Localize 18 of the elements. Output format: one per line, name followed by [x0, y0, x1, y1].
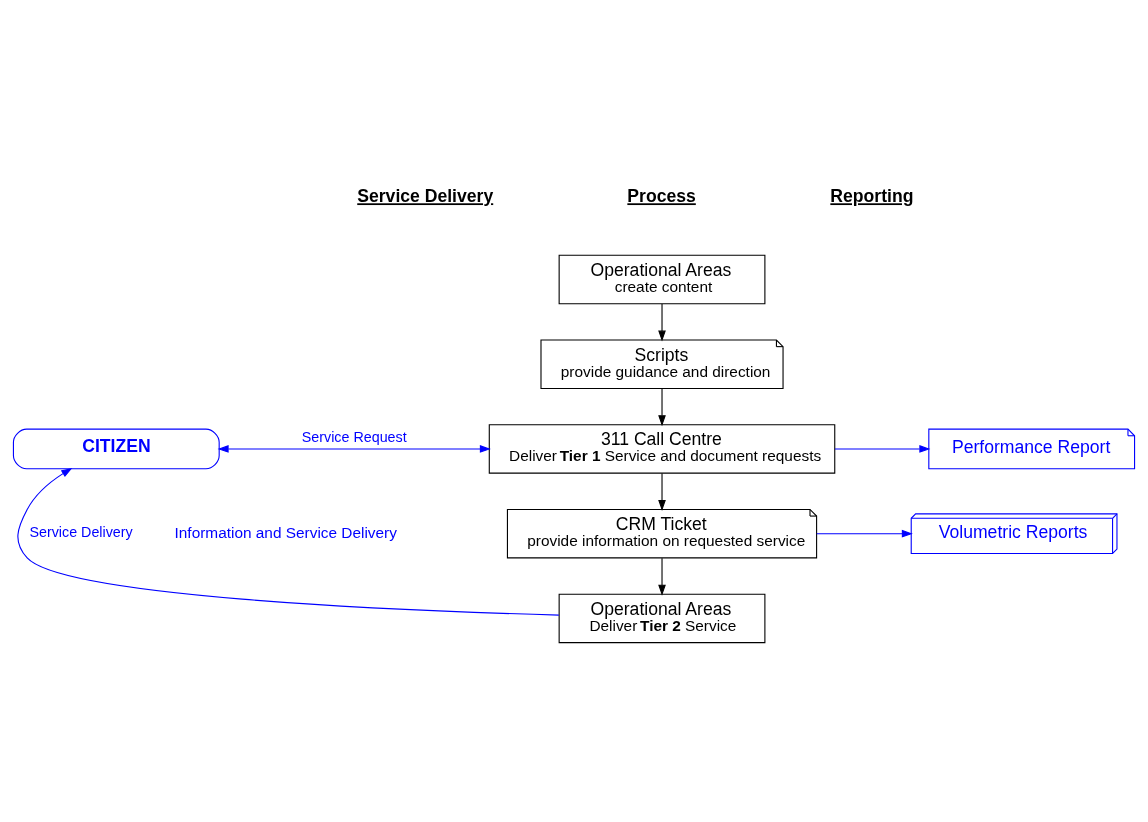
arrow [658, 388, 666, 427]
arrow [816, 529, 913, 538]
label: Process [627, 186, 696, 207]
label: Service Delivery [357, 186, 494, 207]
arrow [17, 468, 560, 616]
arrow [658, 472, 666, 512]
label: Information and Service Delivery [174, 523, 397, 541]
arrow [834, 445, 931, 453]
arrow [217, 445, 491, 453]
arrow [658, 303, 666, 342]
node-box: 311 Call Centre Deliver Tier 1 Service and document requests [488, 424, 836, 474]
edge-label: Service Delivery [29, 524, 133, 541]
label: Reporting [830, 186, 914, 207]
arrow [658, 557, 666, 596]
node-box: CITIZEN [12, 428, 220, 470]
node-box: Operational Areas Deliver Tier 2 Service [558, 593, 766, 644]
edge-label: Service Request [301, 428, 407, 445]
node-box: Operational Areas create content [558, 254, 766, 305]
